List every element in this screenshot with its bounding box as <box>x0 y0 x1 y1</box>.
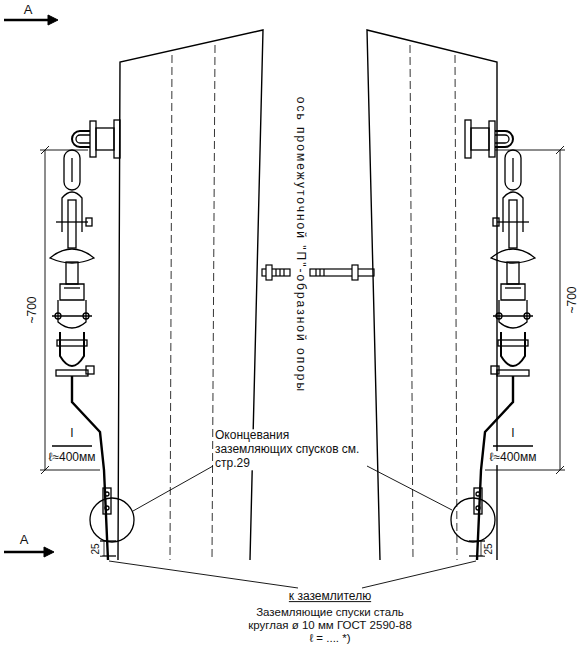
insulator-assembly <box>50 120 134 560</box>
pole-outline <box>118 30 497 560</box>
dimension-text: ℓ≈400мм <box>48 451 97 465</box>
destination-note: к заземлителю <box>288 590 372 604</box>
dimension-text: ~700 <box>566 285 580 314</box>
leader-line <box>109 466 476 588</box>
reference-note: Оконцевания заземляющих спусков см. стр.… <box>214 429 366 470</box>
section-letter: A <box>23 3 34 18</box>
dimension-text: ℓ≈400мм <box>489 451 538 465</box>
insulator-assembly <box>451 120 535 560</box>
axis-note: ось промежуточной "П"-образной опоры <box>293 96 307 394</box>
material-note: Заземляющие спуски сталь круглая ø 10 мм… <box>247 606 414 646</box>
dimension-text: 25 <box>483 542 495 555</box>
pole-centerline <box>170 45 457 560</box>
callout-number: I <box>69 427 74 441</box>
through-bolt <box>262 265 374 280</box>
dimension-text: 25 <box>90 542 102 555</box>
callout-number: I <box>510 427 515 441</box>
section-marker <box>4 15 58 557</box>
dimension-text: ~700 <box>26 295 40 324</box>
section-letter: A <box>19 533 30 548</box>
